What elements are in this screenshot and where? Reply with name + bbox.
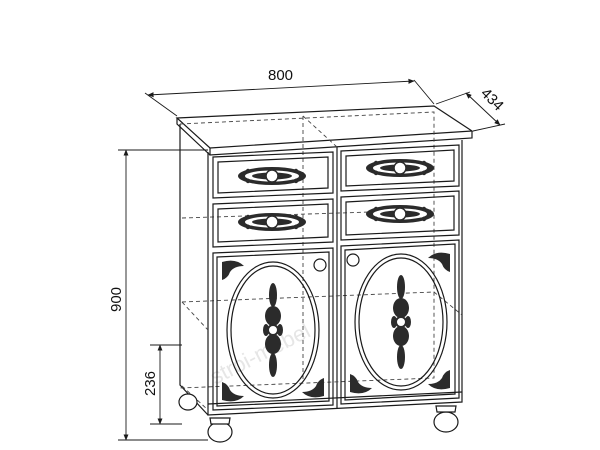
front-frame <box>207 140 463 416</box>
foot-front-right <box>433 405 459 433</box>
drawers <box>212 144 460 248</box>
depth-extension-front <box>472 123 506 132</box>
door-left-knob <box>313 258 327 272</box>
drawer-top-right <box>340 144 460 192</box>
drawer-bottom-left <box>212 198 334 248</box>
plinth-line <box>207 391 463 405</box>
cabinet-outline <box>175 105 474 416</box>
depth-extension-back <box>435 91 471 105</box>
drawer-bottom-right <box>340 190 460 241</box>
depth-label: 434 <box>477 85 507 115</box>
foot-back-left <box>178 393 198 411</box>
ornament-door-left-corner-bl <box>222 382 244 402</box>
door-ornaments <box>222 252 450 402</box>
ornament-drawer-top-left <box>238 167 306 185</box>
feet <box>178 393 459 443</box>
door-left <box>212 247 334 411</box>
top-slab-side-edge <box>176 118 211 156</box>
drawer-top-left <box>212 151 334 199</box>
watermark-text: stroi-mebel <box>206 318 314 390</box>
ornament-drawer-top-right <box>366 159 434 177</box>
ornament-door-left-center <box>263 283 283 377</box>
ornament-drawer-bottom-left <box>238 213 306 231</box>
width-label: 800 <box>268 67 293 84</box>
doors <box>212 239 460 411</box>
ornament-door-right-corner-tr <box>428 252 450 272</box>
ornament-drawer-bottom-right <box>366 205 434 223</box>
foot-front-left <box>207 417 233 443</box>
divider-depth-hidden <box>302 115 338 148</box>
width-dimension-line <box>147 78 415 98</box>
top-slab-front-edge <box>209 131 473 156</box>
ornament-door-left-corner-tl <box>222 260 244 280</box>
door-right-knob <box>346 253 360 267</box>
drawer-ornaments <box>238 159 434 231</box>
ornament-door-right-corner-bl <box>350 374 372 394</box>
ornament-door-right-corner-br <box>428 370 450 390</box>
depth-dimension-line <box>465 92 501 126</box>
ornament-door-left-corner-br <box>302 378 324 398</box>
left-side-panel <box>179 124 209 416</box>
shelf-left-hidden-middle <box>181 301 209 331</box>
width-extension-right <box>413 79 435 105</box>
shelf-back-hidden-middle <box>181 291 463 316</box>
door-right <box>340 239 460 405</box>
height-label: 900 <box>108 287 125 312</box>
width-extension-left <box>144 92 178 117</box>
shelf-height-label: 236 <box>142 371 159 396</box>
ornament-door-right-center <box>391 275 411 369</box>
dimension-lines <box>118 78 506 441</box>
